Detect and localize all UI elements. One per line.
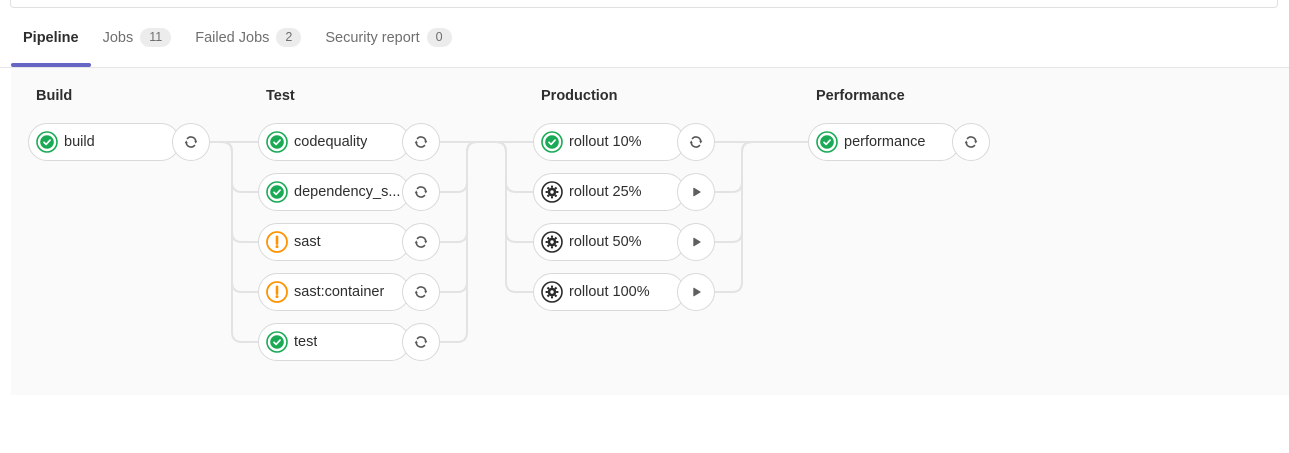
tab-label: Security report xyxy=(325,29,420,46)
status-success-icon xyxy=(36,131,58,153)
job-label: build xyxy=(64,134,95,150)
retry-icon xyxy=(688,134,704,150)
tab-failed-jobs[interactable]: Failed Jobs 2 xyxy=(183,8,313,67)
failed-jobs-count-badge: 2 xyxy=(276,28,302,47)
detail-panel-bottom-edge xyxy=(10,0,1278,8)
play-icon xyxy=(688,184,704,200)
job-label: sast xyxy=(294,234,321,250)
play-button[interactable] xyxy=(677,223,715,261)
job-pill[interactable]: test xyxy=(258,323,410,361)
job: build xyxy=(28,123,210,161)
pipeline-tab-bar: Pipeline Jobs 11 Failed Jobs 2 Security … xyxy=(0,8,1289,68)
job-pill[interactable]: build xyxy=(28,123,180,161)
job: sast:container xyxy=(258,273,440,311)
stage-header-build: Build xyxy=(36,88,73,104)
retry-button[interactable] xyxy=(402,273,440,311)
retry-icon xyxy=(963,134,979,150)
job: dependency_s... xyxy=(258,173,440,211)
security-report-count-badge: 0 xyxy=(426,28,452,47)
retry-button[interactable] xyxy=(402,223,440,261)
tab-label: Failed Jobs xyxy=(195,29,270,46)
tab-label: Jobs xyxy=(102,29,134,46)
job-label: performance xyxy=(844,134,926,150)
job-pill[interactable]: rollout 100% xyxy=(533,273,685,311)
job: sast xyxy=(258,223,440,261)
job: rollout 25% xyxy=(533,173,715,211)
play-button[interactable] xyxy=(677,173,715,211)
job-pill[interactable]: rollout 25% xyxy=(533,173,685,211)
retry-icon xyxy=(413,134,429,150)
job: codequality xyxy=(258,123,440,161)
job: rollout 50% xyxy=(533,223,715,261)
play-button[interactable] xyxy=(677,273,715,311)
stage-connector-lines xyxy=(210,141,808,343)
job-pill[interactable]: rollout 50% xyxy=(533,223,685,261)
pipeline-graph: Build build Test codequality dependency_… xyxy=(11,68,1289,395)
play-icon xyxy=(688,234,704,250)
retry-icon xyxy=(183,134,199,150)
retry-icon xyxy=(413,334,429,350)
tab-security-report[interactable]: Security report 0 xyxy=(313,8,463,67)
retry-button[interactable] xyxy=(172,123,210,161)
retry-icon xyxy=(413,184,429,200)
tab-pipeline[interactable]: Pipeline xyxy=(11,8,91,67)
status-success-icon xyxy=(266,181,288,203)
job-label: codequality xyxy=(294,134,368,150)
retry-button[interactable] xyxy=(402,323,440,361)
play-icon xyxy=(688,284,704,300)
retry-button[interactable] xyxy=(402,173,440,211)
status-warning-icon xyxy=(266,231,288,253)
status-success-icon xyxy=(266,331,288,353)
job-label: rollout 10% xyxy=(569,134,642,150)
tab-jobs[interactable]: Jobs 11 xyxy=(91,8,184,67)
job: test xyxy=(258,323,440,361)
job: rollout 10% xyxy=(533,123,715,161)
retry-button[interactable] xyxy=(402,123,440,161)
job-pill[interactable]: sast:container xyxy=(258,273,410,311)
stage-header-test: Test xyxy=(266,88,295,104)
job-pill[interactable]: dependency_s... xyxy=(258,173,410,211)
job-pill[interactable]: codequality xyxy=(258,123,410,161)
retry-icon xyxy=(413,284,429,300)
status-manual-icon xyxy=(541,231,563,253)
stage-header-production: Production xyxy=(541,88,618,104)
job: rollout 100% xyxy=(533,273,715,311)
job-label: test xyxy=(294,334,318,350)
status-manual-icon xyxy=(541,181,563,203)
job-label: rollout 25% xyxy=(569,184,642,200)
job-label: sast:container xyxy=(294,284,385,300)
retry-button[interactable] xyxy=(677,123,715,161)
job-label: rollout 100% xyxy=(569,284,650,300)
status-manual-icon xyxy=(541,281,563,303)
jobs-count-badge: 11 xyxy=(140,28,172,47)
retry-icon xyxy=(413,234,429,250)
retry-button[interactable] xyxy=(952,123,990,161)
job-pill[interactable]: rollout 10% xyxy=(533,123,685,161)
job: performance xyxy=(808,123,990,161)
job-pill[interactable]: sast xyxy=(258,223,410,261)
status-success-icon xyxy=(541,131,563,153)
job-label: dependency_s... xyxy=(294,184,401,200)
status-warning-icon xyxy=(266,281,288,303)
tab-label: Pipeline xyxy=(23,29,79,46)
stage-header-performance: Performance xyxy=(816,88,905,104)
job-label: rollout 50% xyxy=(569,234,642,250)
job-pill[interactable]: performance xyxy=(808,123,960,161)
status-success-icon xyxy=(816,131,838,153)
status-success-icon xyxy=(266,131,288,153)
